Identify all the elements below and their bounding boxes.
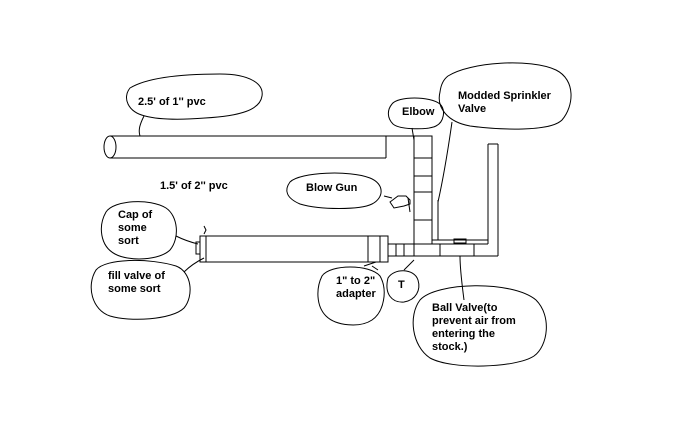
callout-bubble-cap [100,201,177,260]
callout-bubble-pvc-1in [126,73,263,120]
pointer-ball-valve [459,255,465,301]
callout-bubble-tee [386,270,420,303]
pointer-fill-valve [183,257,205,273]
ball-valve-label-line1: Ball Valve(to [432,302,498,314]
callout-bubble-elbow [387,97,444,130]
pointer-blow-gun [383,195,393,199]
pvc-2in-chamber [199,235,389,263]
callout-bubble-blow-gun [286,172,382,209]
cap-label-line3: sort [118,235,139,247]
ball-valve-label-line2: prevent air from [432,315,516,327]
pvc-1in-label: 2.5' of 1'' pvc [138,96,206,108]
callout-bubble-ball-valve [412,285,547,367]
fill-valve-label-line2: some sort [108,283,161,295]
blow-gun-label: Blow Gun [306,182,358,194]
elbow-label: Elbow [402,106,435,118]
ball-valve-label-line4: stock.) [432,341,468,353]
cap-label-line1: Cap of [118,209,153,221]
blow-gun-shape [389,195,411,209]
pvc-1in-open-end [103,135,117,159]
sprinkler-valve-label-line2: Valve [458,103,487,115]
pointer-tee [403,259,415,271]
fill-valve-label-line1: fill valve of [108,270,165,282]
elbow-fitting [413,135,433,159]
cap-of-some-sort [195,241,201,255]
pointer-cap [175,235,199,245]
adapter-label-line2: adapter [336,288,376,300]
adapter-label-line1: 1" to 2" [336,275,376,287]
pointer-pvc-1in [138,115,145,137]
cap-label-line2: some [118,222,147,234]
pointer-adapter [363,261,379,271]
callout-bubble-fill-valve [90,259,191,320]
blow-gun-trigger [407,197,411,213]
sprinkler-valve-label-line1: Modded Sprinkler [458,90,551,102]
pvc-2in-label: 1.5' of 2'' pvc [160,180,228,192]
callout-bubble-sprinkler [438,62,572,130]
callout-bubble-adapter [317,266,385,326]
fill-valve-stem [203,225,207,235]
ball-valve-label-line3: entering the [432,328,495,340]
ball-valve-handle [453,238,467,244]
tee-label: T [398,279,405,291]
pointer-sprinkler [437,121,453,203]
